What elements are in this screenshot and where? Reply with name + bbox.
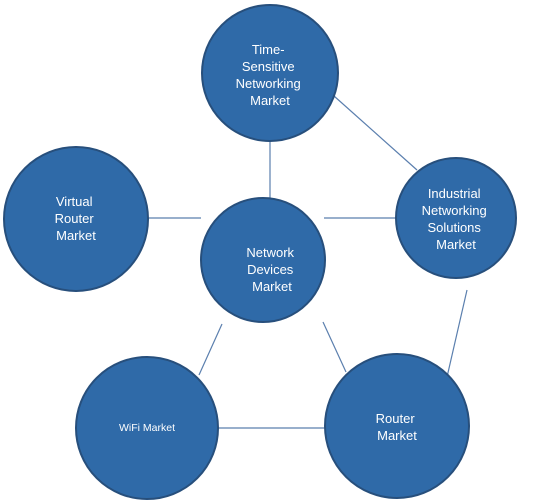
node-label-line: Networking xyxy=(236,76,301,91)
node-label-line: Virtual xyxy=(56,194,93,209)
node-virtual-router-market: Virtual Router Market xyxy=(3,146,149,292)
node-label-line: Networking xyxy=(422,203,487,218)
node-label-line: Market xyxy=(436,237,476,252)
node-label-line: Time- xyxy=(252,42,285,57)
connector-lines xyxy=(148,95,468,429)
connector-network-devices-to-wifi xyxy=(198,323,223,376)
node-circle xyxy=(395,157,517,279)
node-label-line: Market xyxy=(250,93,290,108)
node-label: Network Devices Market xyxy=(246,245,297,294)
node-network-devices-market: Network Devices Market xyxy=(200,197,326,323)
connector-tsn-to-industrial xyxy=(333,95,418,171)
node-label: WiFi Market xyxy=(119,422,175,434)
node-router-market: Router Market xyxy=(324,353,470,499)
node-label-line: Market xyxy=(252,279,292,294)
node-circle xyxy=(3,146,149,292)
node-label-line: Market xyxy=(377,428,417,443)
node-industrial-networking-solutions-market: Industrial Networking Solutions Market xyxy=(395,157,517,279)
node-label-line: Devices xyxy=(247,262,294,277)
node-label-line: Sensitive xyxy=(242,59,295,74)
node-circle xyxy=(200,197,326,323)
node-circle xyxy=(201,4,339,142)
node-wifi-market: WiFi Market xyxy=(75,356,219,500)
node-label: Router Market xyxy=(376,411,419,443)
connector-network-devices-to-router xyxy=(322,321,347,373)
node-label: Industrial Networking Solutions Market xyxy=(422,186,491,252)
node-label: Virtual Router Market xyxy=(55,194,98,243)
node-label-line: WiFi Market xyxy=(119,422,175,434)
node-label: Time- Sensitive Networking Market xyxy=(236,42,305,108)
node-circle xyxy=(75,356,219,500)
node-label-line: Network xyxy=(246,245,294,260)
node-circle xyxy=(324,353,470,499)
node-label-line: Market xyxy=(56,228,96,243)
node-label-line: Industrial xyxy=(428,186,481,201)
node-label-line: Router xyxy=(376,411,416,426)
node-label-line: Solutions xyxy=(427,220,481,235)
node-time-sensitive-networking-market: Time- Sensitive Networking Market xyxy=(201,4,339,142)
node-label-line: Router xyxy=(55,211,95,226)
connector-industrial-to-router xyxy=(446,289,468,378)
